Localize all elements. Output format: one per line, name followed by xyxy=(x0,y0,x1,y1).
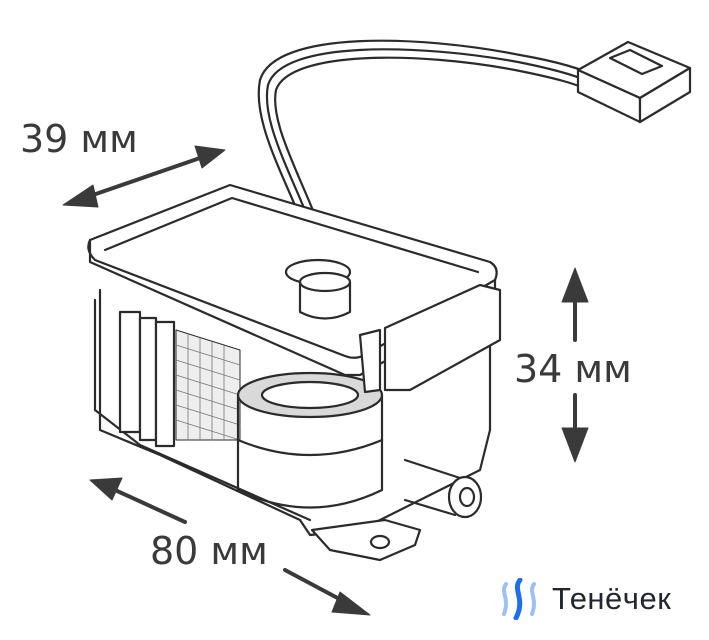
height-arrow-up xyxy=(561,267,589,342)
depth-arrow xyxy=(62,145,226,208)
pump-body xyxy=(98,283,502,562)
height-label: 34 мм xyxy=(514,347,632,391)
waves-icon xyxy=(502,578,536,620)
brand-name: Тенёчек xyxy=(552,581,672,616)
length-arrow-bottom xyxy=(283,568,371,616)
dimension-arrows xyxy=(62,145,589,616)
brand-logo: Тенёчек xyxy=(498,578,671,620)
connector xyxy=(576,40,692,124)
height-arrow-down xyxy=(561,393,589,463)
depth-label: 39 мм xyxy=(20,117,138,161)
length-arrow-top xyxy=(89,477,187,524)
length-label: 80 мм xyxy=(150,529,268,573)
cable-nozzle xyxy=(284,258,352,320)
cable xyxy=(257,39,602,270)
